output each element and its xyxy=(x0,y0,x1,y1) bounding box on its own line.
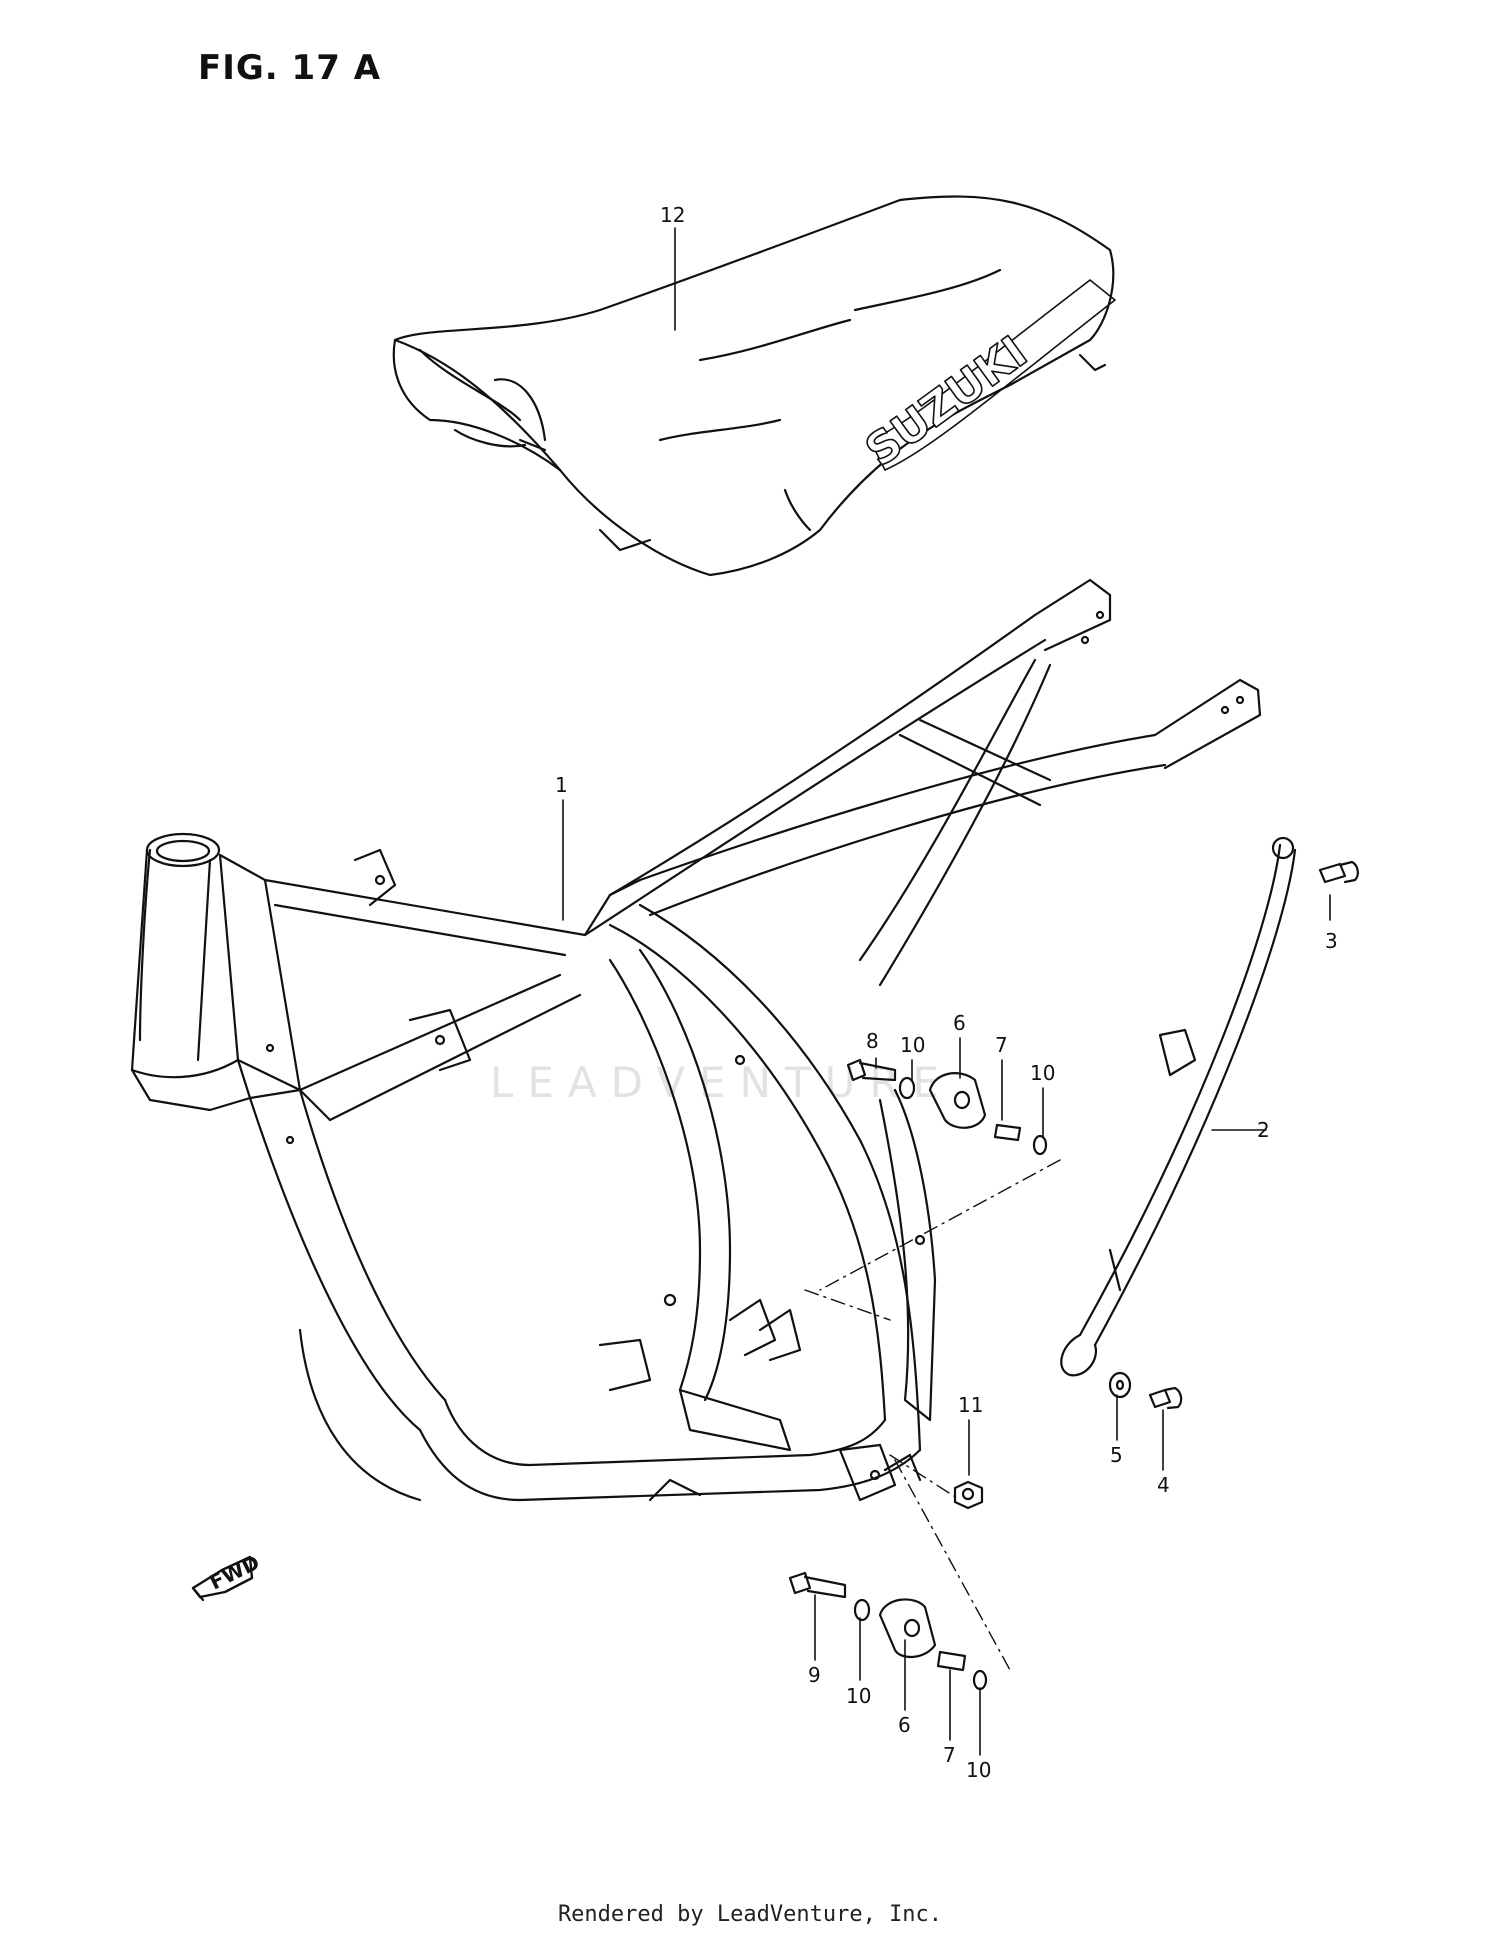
callout-7-lower: 7 xyxy=(943,1743,956,1767)
assembly-guides xyxy=(804,1159,1061,1671)
callout-10-upper-b: 10 xyxy=(1030,1061,1055,1085)
fwd-arrow-icon xyxy=(191,1555,254,1602)
callout-3: 3 xyxy=(1325,929,1338,953)
callout-6-upper: 6 xyxy=(953,1011,966,1035)
callout-10-lower-a: 10 xyxy=(846,1684,871,1708)
callout-10-lower-b: 10 xyxy=(966,1758,991,1782)
leader-lines xyxy=(562,227,1331,1756)
bolt-4 xyxy=(1148,1386,1183,1410)
washer-10-lower-b xyxy=(972,1669,988,1691)
bolt-8 xyxy=(846,1058,897,1082)
frame-part xyxy=(130,578,1262,1502)
bushing-6-upper xyxy=(928,1072,987,1129)
footer-credit: Rendered by LeadVenture, Inc. xyxy=(557,1902,943,1927)
bolt-3 xyxy=(1318,860,1359,884)
collar-7-lower xyxy=(936,1650,967,1672)
watermark: LEADVENTURE xyxy=(490,1058,954,1107)
washer-5 xyxy=(1108,1371,1132,1399)
frame-holes xyxy=(265,610,1245,1481)
callout-8: 8 xyxy=(866,1029,879,1053)
callout-11: 11 xyxy=(958,1393,983,1417)
bolt-9 xyxy=(788,1571,847,1599)
washer-10-lower-a xyxy=(853,1598,871,1622)
bushing-6-lower xyxy=(878,1598,937,1658)
washer-10-upper-b xyxy=(1032,1134,1048,1156)
callout-1: 1 xyxy=(555,773,568,797)
callout-7-upper: 7 xyxy=(995,1033,1008,1057)
figure-title: FIG. 17 A xyxy=(198,48,382,88)
seat-part xyxy=(392,195,1116,577)
callout-2: 2 xyxy=(1257,1118,1270,1142)
nut-11 xyxy=(953,1480,984,1510)
callout-9: 9 xyxy=(808,1663,821,1687)
callout-5: 5 xyxy=(1110,1443,1123,1467)
callout-12: 12 xyxy=(660,203,685,227)
subframe-stay-part xyxy=(1060,836,1297,1377)
seat-brand-text: SUZUKI xyxy=(856,327,1036,477)
collar-7-upper xyxy=(993,1123,1022,1142)
callout-10-upper-a: 10 xyxy=(900,1033,925,1057)
washer-10-upper-a xyxy=(898,1076,916,1100)
callout-4: 4 xyxy=(1157,1473,1170,1497)
callout-6-lower: 6 xyxy=(898,1713,911,1737)
